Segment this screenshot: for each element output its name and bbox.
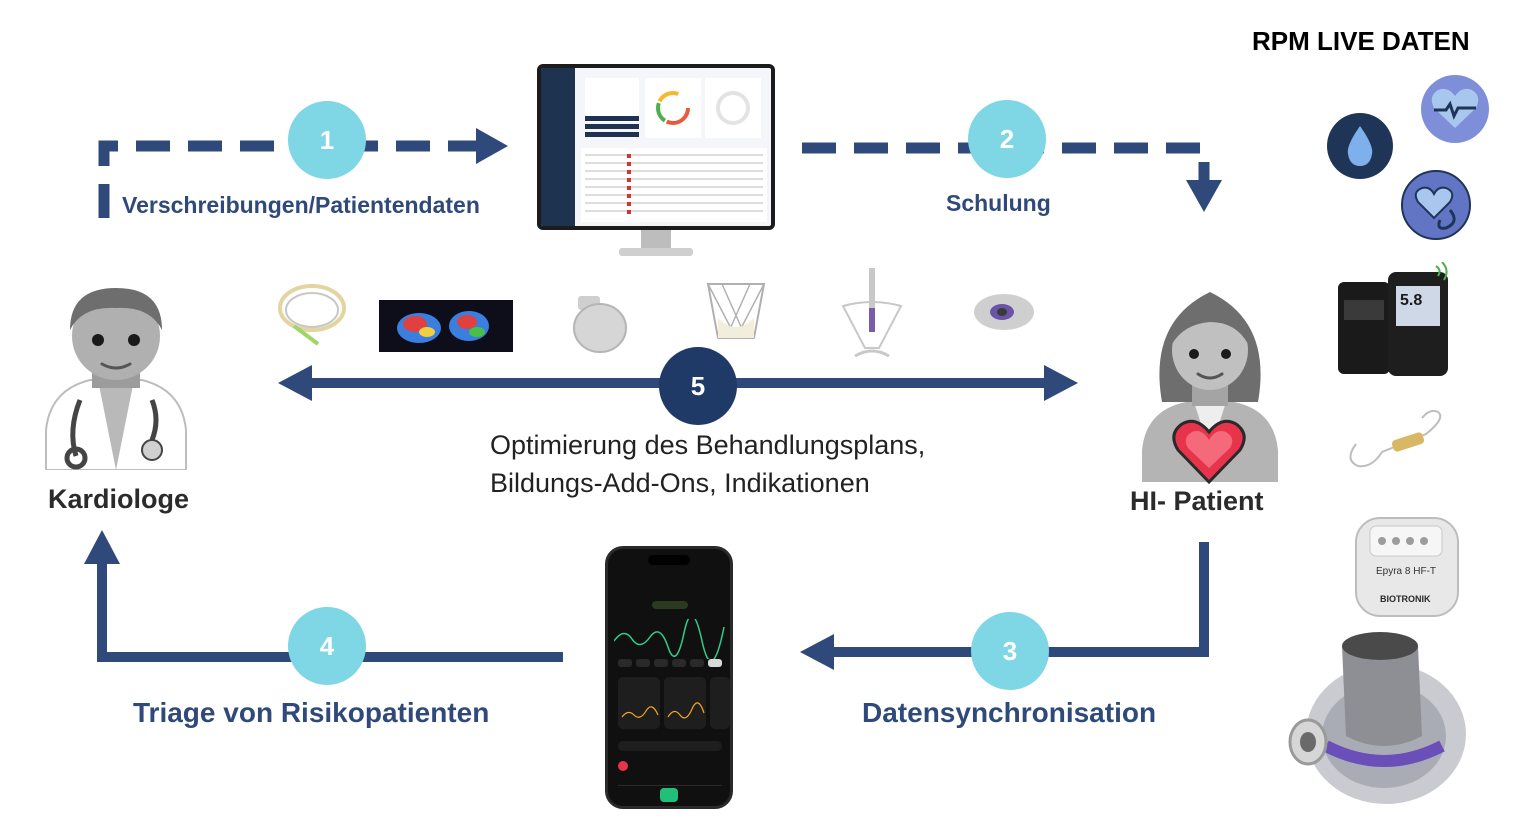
implant-device-icon <box>1355 517 1459 617</box>
arrow-step-4 <box>97 562 563 662</box>
step-5-badge: 5 <box>659 347 737 425</box>
catheter-device-icon <box>278 284 346 346</box>
blood-pressure-icon <box>1401 170 1471 240</box>
arrow-step-2 <box>802 142 1210 182</box>
cardiologist-avatar <box>45 288 187 470</box>
heart-pump-icon <box>1288 632 1466 804</box>
app-stat-card <box>664 677 706 729</box>
dashboard-screen <box>541 68 771 226</box>
arrow-step-4-head <box>84 530 120 564</box>
step-2-badge: 2 <box>968 100 1046 178</box>
donut-chart-icon <box>716 91 750 125</box>
occluder-device-icon <box>841 268 903 358</box>
step-5-label: Optimierung des Behandlungsplans, Bildun… <box>490 426 925 502</box>
app-line-chart <box>614 619 725 659</box>
step-3-label: Datensynchronisation <box>862 697 1157 728</box>
patient-heart-icon <box>1172 419 1246 485</box>
dashboard-button <box>585 124 639 129</box>
dashboard-card <box>585 78 639 122</box>
step-2-label: Schulung <box>946 190 1051 216</box>
patient-label: HI- Patient <box>1130 486 1264 516</box>
step-5-label-line-1: Optimierung des Behandlungsplans, <box>490 430 926 460</box>
page-title: RPM LIVE DATEN <box>1252 26 1470 56</box>
step-1-badge: 1 <box>288 101 366 179</box>
step-4-label: Triage von Risikopatienten <box>133 697 490 728</box>
dashboard-button <box>585 116 639 121</box>
implant-brand-label: BIOTRONIK <box>1380 594 1431 604</box>
step-4-badge: 4 <box>288 607 366 685</box>
pump-device-icon <box>974 294 1034 330</box>
arrow-step-1-head <box>476 128 508 164</box>
dashboard-button <box>585 132 639 137</box>
smartphone-app <box>605 546 733 809</box>
arrow-step-3 <box>830 542 1209 657</box>
donut-chart-icon <box>656 91 690 125</box>
arrow-step-3-head <box>800 634 834 670</box>
arrow-step-5-head-right <box>1044 365 1078 401</box>
app-range-tabs <box>618 659 722 667</box>
blood-drop-icon <box>1327 113 1393 179</box>
step-5-label-line-2: Bildungs-Add-Ons, Indikationen <box>490 468 870 498</box>
app-stat-card <box>618 677 660 729</box>
monitor-base <box>619 248 693 256</box>
app-list-row <box>618 759 722 775</box>
cardiologist-label: Kardiologe <box>48 484 190 514</box>
glucometer-device-icon <box>1338 262 1448 376</box>
heart-rate-icon <box>1421 75 1489 143</box>
implant-model-label: Epyra 8 HF-T <box>1376 566 1437 577</box>
monitor-screen <box>537 64 775 230</box>
pacemaker-device-icon <box>573 296 627 353</box>
step-3-badge: 3 <box>971 612 1049 690</box>
dashboard-table <box>581 148 767 222</box>
app-stat-card <box>710 677 730 729</box>
valve-stent-icon <box>706 283 766 340</box>
app-bottom-nav <box>618 785 722 804</box>
patient-avatar <box>1142 292 1278 482</box>
glucometer-reading: 5.8 <box>1400 292 1423 309</box>
arrow-step-2-head <box>1186 180 1222 212</box>
phone-notch <box>648 555 690 565</box>
cardiac-mapping-icon <box>379 300 513 352</box>
step-1-label: Verschreibungen/Patientendaten <box>122 192 480 218</box>
app-status-pill <box>652 601 688 609</box>
dashboard-sidebar <box>541 68 575 226</box>
dashboard-chart-card <box>645 78 701 138</box>
app-segment-control <box>618 741 722 751</box>
dashboard-monitor <box>537 64 775 257</box>
dashboard-chart-card <box>705 78 761 138</box>
loop-recorder-icon <box>1349 409 1442 468</box>
arrow-step-5-head-left <box>278 365 312 401</box>
monitor-stand <box>641 230 671 248</box>
